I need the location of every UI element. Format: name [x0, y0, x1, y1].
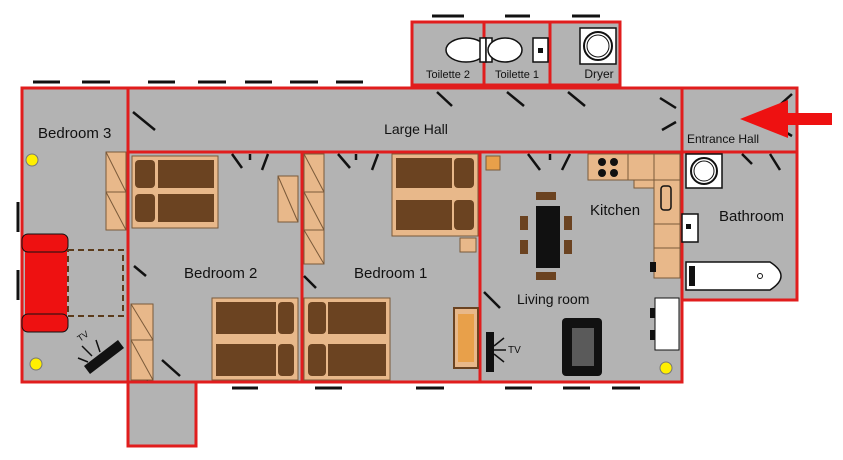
- bed-icon: [303, 297, 391, 381]
- ceiling-light-icon: [659, 361, 673, 375]
- sink-icon: [532, 37, 549, 63]
- room-label-bedroom-1: Bedroom 1: [354, 265, 427, 282]
- room-label-dryer: Dryer: [584, 67, 613, 81]
- room-label-entrance-hall: Entrance Hall: [687, 132, 759, 146]
- room-large-hall[interactable]: [126, 86, 684, 154]
- room-label-large-hall: Large Hall: [384, 121, 448, 137]
- bed-icon: [131, 155, 219, 229]
- washing-machine-icon: [685, 153, 723, 189]
- wardrobe-bedroom-3: [105, 151, 127, 231]
- kitchen-sink-icon: [660, 185, 672, 211]
- desk-icon: [453, 307, 479, 369]
- bathtub-icon: [685, 261, 782, 291]
- wardrobe-bedroom-1: [303, 153, 325, 265]
- room-label-bedroom-3: Bedroom 3: [38, 125, 111, 142]
- armchair-icon: [562, 318, 602, 376]
- windows: [16, 14, 640, 390]
- balcony[interactable]: [126, 380, 198, 448]
- dryer-icon: [579, 27, 617, 65]
- bed-icon: [391, 153, 479, 237]
- bathroom-sink-icon: [681, 213, 699, 243]
- ceiling-light-icon: [29, 357, 43, 371]
- entrance-arrow-icon: [740, 100, 832, 138]
- toilet-2-icon: [445, 37, 487, 63]
- room-label-kitchen: Kitchen: [590, 202, 640, 219]
- bed-icon: [211, 297, 299, 381]
- refrigerator-icon: [650, 297, 680, 351]
- tv-label: TV: [508, 345, 521, 356]
- toilet-1-icon: [485, 37, 523, 63]
- dresser-icon: [277, 175, 299, 223]
- room-label-living-room: Living room: [517, 291, 589, 307]
- room-label-toilette-2: Toilette 2: [426, 69, 470, 81]
- tv-icon: [77, 339, 124, 374]
- side-table-icon: [485, 155, 501, 171]
- nightstand-icon: [459, 237, 477, 253]
- wardrobe-bedroom-2: [130, 303, 154, 381]
- tv-icon: [486, 332, 506, 372]
- room-label-toilette-1: Toilette 1: [495, 69, 539, 81]
- room-label-bedroom-2: Bedroom 2: [184, 265, 257, 282]
- ceiling-light-icon: [25, 153, 39, 167]
- dining-table-icon: [520, 192, 572, 280]
- stove-icon: [587, 153, 629, 181]
- room-label-bathroom: Bathroom: [719, 208, 784, 225]
- kitchen-appliance-icon: [650, 262, 656, 272]
- sofa-icon: [21, 233, 69, 333]
- kitchen-counter-icon: [627, 153, 681, 279]
